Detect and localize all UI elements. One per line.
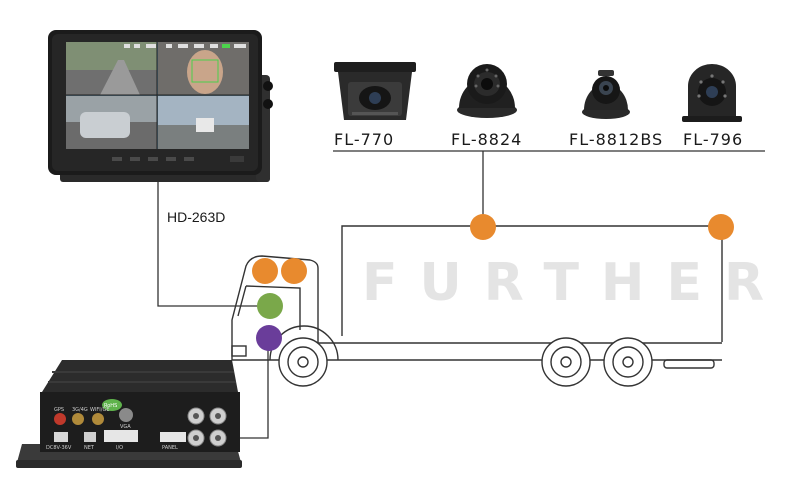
connection-lines (157, 150, 765, 439)
camera-fl-770 (334, 62, 416, 120)
camera-point-rear (708, 214, 734, 240)
io-port-icon (104, 430, 138, 442)
mobile-dvr-device: RoHS GPS 3G/4G WIFI/GE VGA NET I/O PANEL… (16, 360, 242, 468)
rear-wheel-1 (541, 337, 591, 387)
monitor-device (48, 30, 273, 182)
vga-port-icon (119, 408, 133, 422)
port-label-vga: VGA (120, 424, 131, 430)
port-label-3g4g: 3G/4G (72, 407, 88, 413)
port-label-power: DC8V-36V (46, 445, 72, 451)
camera-label-fl-8824: FL-8824 (451, 130, 522, 149)
camera-point-top (470, 214, 496, 240)
camera-label-fl-796: FL-796 (683, 130, 743, 149)
network-port-icon (84, 432, 96, 442)
installation-points (252, 214, 734, 351)
port-label-io: I/O (116, 445, 123, 451)
port-label-wifi: WIFI/GE (90, 407, 110, 413)
camera-point-cab-right (281, 258, 307, 284)
screen-status-icons (124, 44, 246, 48)
camera-label-fl-770: FL-770 (334, 130, 394, 149)
watermark-text: FURTHER (362, 253, 786, 313)
port-label-panel: PANEL (162, 445, 178, 451)
front-wheel (278, 337, 328, 387)
truck-wheels (278, 337, 653, 387)
camera-fl-8812bs (582, 70, 630, 119)
rear-wheel-2 (603, 337, 653, 387)
antenna-port-icon (72, 413, 84, 425)
wifi-port-icon (92, 413, 104, 425)
camera-fl-8824 (457, 64, 517, 118)
dvr-point (256, 325, 282, 351)
gps-port-icon (54, 413, 66, 425)
port-label-net: NET (84, 445, 95, 451)
power-port-icon (54, 432, 68, 442)
monitor-buttons (112, 156, 244, 162)
dvr-front-panel (40, 392, 240, 452)
rohs-badge-text: RoHS (104, 403, 117, 409)
monitor-model-label: HD-263D (167, 209, 225, 225)
gps-point (257, 293, 283, 319)
camera-label-fl-8812bs: FL-8812BS (569, 130, 663, 149)
port-label-gps: GPS (54, 407, 64, 413)
camera-fl-796 (682, 64, 742, 122)
camera-point-cab-left (252, 258, 278, 284)
panel-port-icon (160, 432, 186, 442)
rohs-badge (102, 399, 122, 411)
